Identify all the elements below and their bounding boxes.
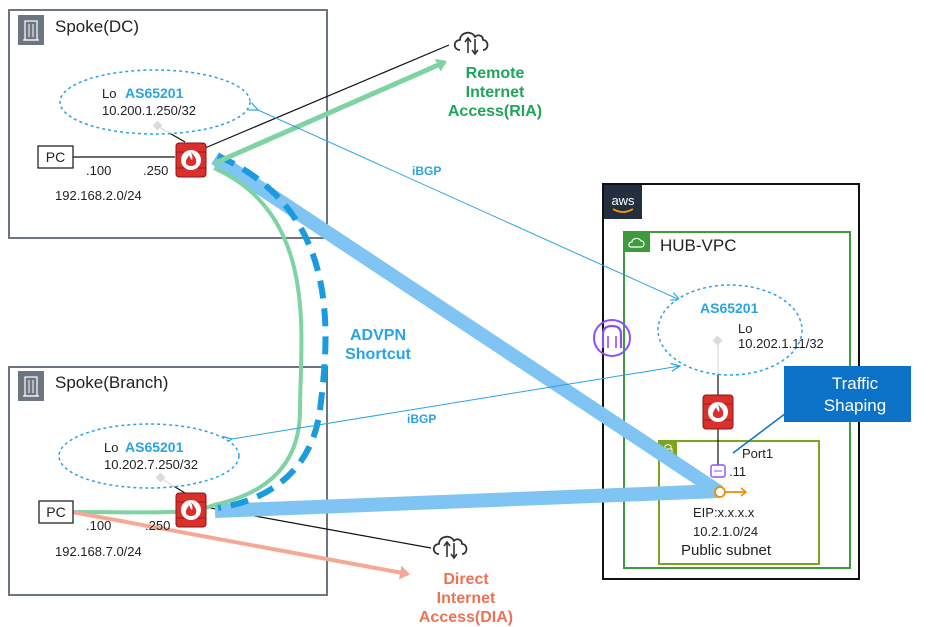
branch-loopback-ellipse [58,423,240,489]
dc-firewall-icon [175,142,207,178]
advpn-label-line1: ADVPN [350,327,406,344]
dc-loopback-ip: 10.200.1.250/32 [102,103,196,118]
subnet-cidr: 10.2.1.0/24 [693,524,758,539]
eip-icon [714,486,748,498]
hub-loopback-ellipse [657,284,803,376]
building-icon [17,370,45,402]
ibgp-branch-link [232,366,680,439]
ria-label-line3: Access(RIA) [448,103,542,120]
ibgp-top-label: iBGP [412,164,441,178]
callout-line2: Shaping [824,396,886,415]
hub-lo-label: Lo [738,321,752,336]
callout-line1: Traffic [832,374,879,393]
branch-hub-vpn-tunnel [214,484,720,518]
traffic-shaping-callout: Traffic Shaping [732,366,911,454]
branch-pc: PC [38,500,74,524]
spoke-branch-title: Spoke(Branch) [55,373,168,392]
dia-label-line2: Internet [437,590,496,607]
dc-subnet: 192.168.2.0/24 [55,188,142,203]
ria-label-line2: Internet [466,84,525,101]
branch-pc-label: PC [46,504,65,520]
dia-path [71,510,410,580]
dc-internet-link [204,44,450,149]
dc-fw-host: .250 [143,163,168,178]
hub-as-number: AS65201 [700,300,759,316]
spoke-dc-title: Spoke(DC) [55,17,139,36]
dia-label-line1: Direct [443,571,489,588]
branch-as-number: AS65201 [125,439,184,455]
port-label: Port1 [742,446,773,461]
branch-lo-label: Lo [104,440,118,455]
vpc-icon [624,232,650,252]
ibgp-dc-link [258,110,680,300]
eni-icon [710,464,726,478]
internet-gateway-icon [593,319,631,357]
ibgp-bottom-label: iBGP [407,412,436,426]
hub-firewall-icon [702,394,734,430]
vpc-title: HUB-VPC [660,236,737,255]
branch-loopback-ip: 10.202.7.250/32 [104,457,198,472]
ria-cloud-icon [453,31,489,55]
dc-pc-label: PC [46,149,65,165]
dc-as-number: AS65201 [125,85,184,101]
branch-firewall-icon [175,492,207,528]
hub-loopback-ip: 10.202.1.11/32 [738,336,824,351]
advpn-label-line2: Shortcut [345,346,411,363]
subnet-name: Public subnet [681,542,772,559]
dia-cloud-icon [432,535,468,559]
branch-subnet: 192.168.7.0/24 [55,544,142,559]
ria-label-line1: Remote [466,65,525,82]
branch-fw-host: .250 [145,518,170,533]
dia-label-line3: Access(DIA) [419,609,513,626]
dc-loopback-ellipse [59,69,251,135]
port-host: .11 [729,464,746,479]
dc-pc-host: .100 [86,163,111,178]
aws-logo-text: aws [611,193,635,208]
dc-pc: PC [37,145,74,169]
eip-label: EIP:x.x.x.x [693,505,755,520]
dc-lo-label: Lo [102,86,116,101]
branch-pc-host: .100 [86,518,111,533]
building-icon [17,14,45,46]
